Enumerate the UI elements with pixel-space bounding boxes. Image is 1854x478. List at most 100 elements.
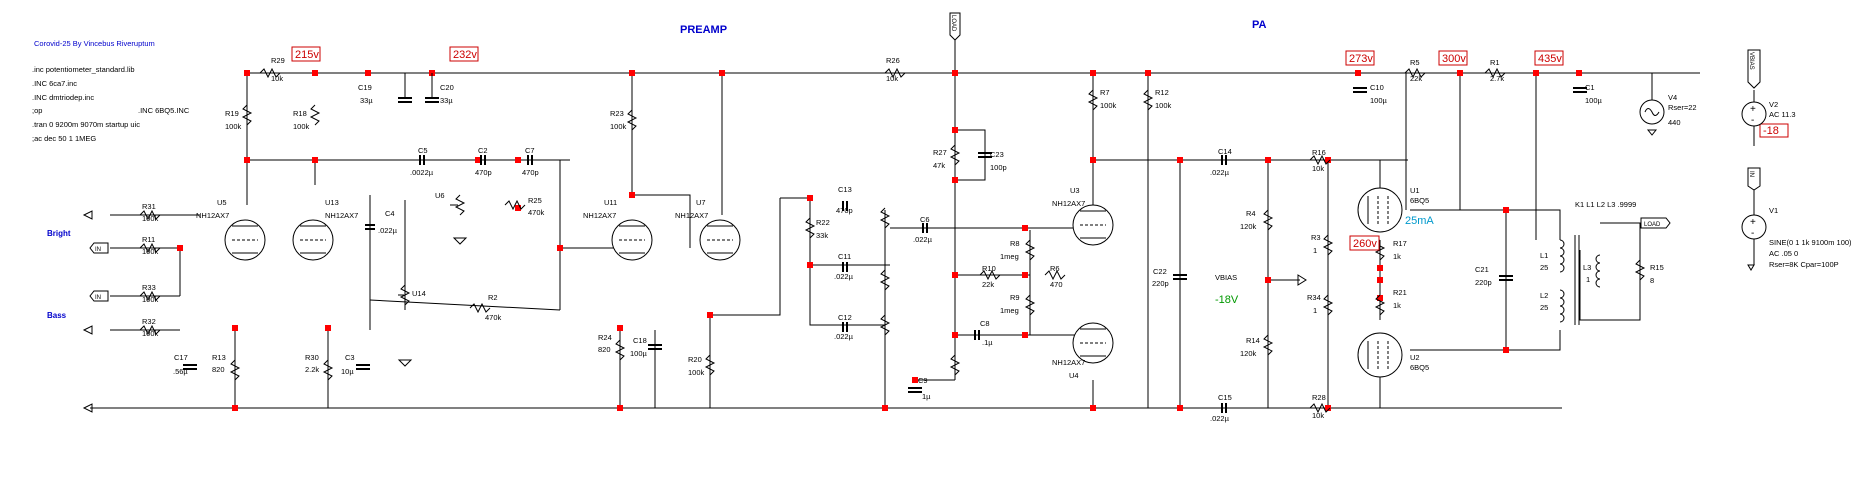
tube-u13[interactable]: U13 NH12AX7: [292, 198, 358, 261]
capacitor-c13[interactable]: C13 470p: [836, 185, 853, 215]
resistor-r28[interactable]: R28 10k: [1309, 393, 1331, 420]
load-port-output[interactable]: LOAD: [1640, 217, 1671, 229]
resistor-r2[interactable]: R2 470k: [469, 293, 502, 322]
voltage-probe-box[interactable]: [1349, 235, 1380, 251]
resistor-r3[interactable]: R3 1: [1311, 233, 1334, 256]
svg-text:.022µ: .022µ: [913, 235, 933, 244]
resistor-r34[interactable]: R34 1: [1307, 293, 1334, 316]
resistor-r10[interactable]: R10 22k: [979, 264, 1001, 289]
directive-line: .INC dmtriodep.inc: [32, 93, 94, 102]
capacitor-c21[interactable]: C21 220p: [1475, 265, 1513, 287]
svg-text:C23: C23: [990, 150, 1004, 159]
tube-u2[interactable]: U2 6BQ5: [1357, 332, 1429, 378]
resistor-r13[interactable]: R13 820: [212, 353, 241, 381]
potentiometer-u14[interactable]: U14: [398, 284, 426, 306]
resistor-r14[interactable]: R14 120k: [1240, 334, 1274, 358]
tube-u1[interactable]: U1 6BQ5: [1357, 186, 1429, 233]
resistor-r25[interactable]: R25 470k: [504, 196, 545, 217]
junction-node: [629, 192, 635, 198]
resistor-r33[interactable]: R33 100k: [139, 283, 161, 304]
capacitor-c6[interactable]: C6 .022µ: [913, 215, 933, 244]
capacitor-c1[interactable]: C1 100µ: [1573, 83, 1603, 105]
capacitor-c2[interactable]: C2 470p: [475, 146, 492, 177]
resistor-r6[interactable]: R6 470: [1044, 264, 1066, 289]
svg-text:R12: R12: [1155, 88, 1169, 97]
load-port-top[interactable]: LOAD: [949, 12, 961, 41]
capacitor-c12[interactable]: C12 .022µ: [834, 313, 854, 341]
resistor-r15[interactable]: R15 8: [1634, 259, 1664, 285]
tube-u5[interactable]: U5 NH12AX7: [196, 198, 266, 261]
svg-text:100k: 100k: [142, 295, 159, 304]
in-port-1[interactable]: IN: [89, 242, 109, 254]
resistor-r16[interactable]: R16 10k: [1309, 148, 1331, 173]
resistor-r22[interactable]: R22 33k: [804, 217, 830, 240]
resistor-r18[interactable]: R18 100k: [293, 104, 321, 131]
capacitor-c19[interactable]: C19 33µ: [358, 73, 412, 105]
resistor-r12[interactable]: R12 100k: [1142, 88, 1172, 111]
potentiometer-bass[interactable]: [879, 269, 891, 291]
voltage-probe-box[interactable]: [1438, 50, 1468, 66]
resistor-r17[interactable]: R17 1k: [1374, 239, 1407, 261]
resistor-r7[interactable]: R7 100k: [1087, 88, 1117, 111]
capacitor-c14[interactable]: C14 .022µ: [1210, 147, 1232, 177]
capacitor-c15[interactable]: C15 .022µ: [1210, 393, 1232, 423]
capacitor-c23[interactable]: C23 100p: [978, 150, 1007, 172]
capacitor-c11[interactable]: C11 .022µ: [834, 252, 854, 281]
svg-text:260v: 260v: [1353, 238, 1377, 250]
resistor-r5[interactable]: R5 22k: [1404, 58, 1426, 83]
voltage-probe-box[interactable]: [291, 46, 321, 62]
capacitor-c5[interactable]: C5 .0022µ: [410, 146, 434, 177]
voltage-probe-box[interactable]: [1759, 123, 1789, 138]
voltage-probe-box[interactable]: [449, 46, 479, 62]
svg-text:-: -: [1751, 115, 1754, 126]
capacitor-c7[interactable]: C7 470p: [522, 146, 539, 177]
capacitor-c9[interactable]: C9 1µ: [908, 376, 931, 401]
resistor-r23[interactable]: R23 100k: [610, 109, 638, 131]
capacitor-c4[interactable]: C4 .022µ: [365, 209, 398, 235]
output-transformer[interactable]: L1 25 L2 25 L3 1 K1 L1 L2 L3 .9999: [1540, 200, 1636, 325]
in-port-2[interactable]: IN: [89, 290, 109, 302]
resistor-r1[interactable]: R1 2.7k: [1484, 58, 1506, 83]
potentiometer-middle[interactable]: [879, 314, 891, 336]
svg-text:C17: C17: [174, 353, 188, 362]
capacitor-c22[interactable]: C22 220p: [1152, 267, 1187, 288]
svg-text:1: 1: [1586, 275, 1590, 284]
source-v1[interactable]: + - V1 SINE(0 1 1k 9100m 100) AC .05 0 R…: [1741, 206, 1852, 269]
resistor-r21[interactable]: R21 1k: [1374, 288, 1407, 316]
capacitor-c3[interactable]: C3 10µ: [341, 353, 370, 376]
tube-u4[interactable]: U4 NH12AX7: [1052, 322, 1114, 380]
resistor-r29[interactable]: R29 10k: [259, 56, 285, 83]
potentiometer-u6[interactable]: U6: [435, 191, 466, 216]
capacitor-c17[interactable]: C17 .56µ: [173, 353, 197, 376]
potentiometer-presence[interactable]: [949, 354, 961, 376]
in-port-source[interactable]: IN: [1747, 167, 1761, 191]
junction-node: [1177, 157, 1183, 163]
resistor-r31[interactable]: R31 100k: [139, 202, 161, 223]
resistor-r9[interactable]: R9 1meg: [1000, 293, 1036, 316]
vbias-port[interactable]: VBIAS: [1747, 49, 1761, 89]
resistor-r30[interactable]: R30 2.2k: [305, 353, 334, 381]
resistor-r4[interactable]: R4 120k: [1240, 209, 1274, 231]
tube-u7[interactable]: U7 NH12AX7: [675, 198, 741, 261]
voltage-probe-box[interactable]: [1345, 50, 1375, 66]
resistor-r27[interactable]: R27 47k: [933, 144, 961, 170]
resistor-r8[interactable]: R8 1meg: [1000, 239, 1036, 261]
resistor-r19[interactable]: R19 100k: [225, 104, 253, 131]
source-v2[interactable]: + - V2 AC 11.3: [1741, 100, 1796, 127]
capacitor-c18[interactable]: C18 100µ: [630, 336, 662, 358]
tube-u3[interactable]: U3 NH12AX7: [1052, 186, 1114, 246]
resistor-r26[interactable]: R26 10k: [884, 56, 906, 83]
potentiometer-treble[interactable]: [879, 207, 891, 229]
capacitor-c10[interactable]: C10 100µ: [1353, 83, 1388, 105]
source-v4[interactable]: V4 Rser=22 440: [1639, 93, 1697, 127]
tube-u11[interactable]: U11 NH12AX7: [583, 198, 653, 261]
plate-current-readout: 25mA: [1405, 215, 1434, 227]
capacitor-c8[interactable]: C8 .1µ: [974, 319, 993, 347]
voltage-probe-box[interactable]: [1534, 50, 1564, 66]
svg-text:IN: IN: [95, 247, 101, 253]
resistor-r32[interactable]: R32 100k: [139, 317, 161, 338]
resistor-r11[interactable]: R11 100k: [139, 235, 161, 256]
capacitor-c20[interactable]: C20 33µ: [425, 73, 454, 105]
resistor-r20[interactable]: R20 100k: [688, 354, 716, 377]
resistor-r24[interactable]: R24 820: [598, 333, 626, 361]
